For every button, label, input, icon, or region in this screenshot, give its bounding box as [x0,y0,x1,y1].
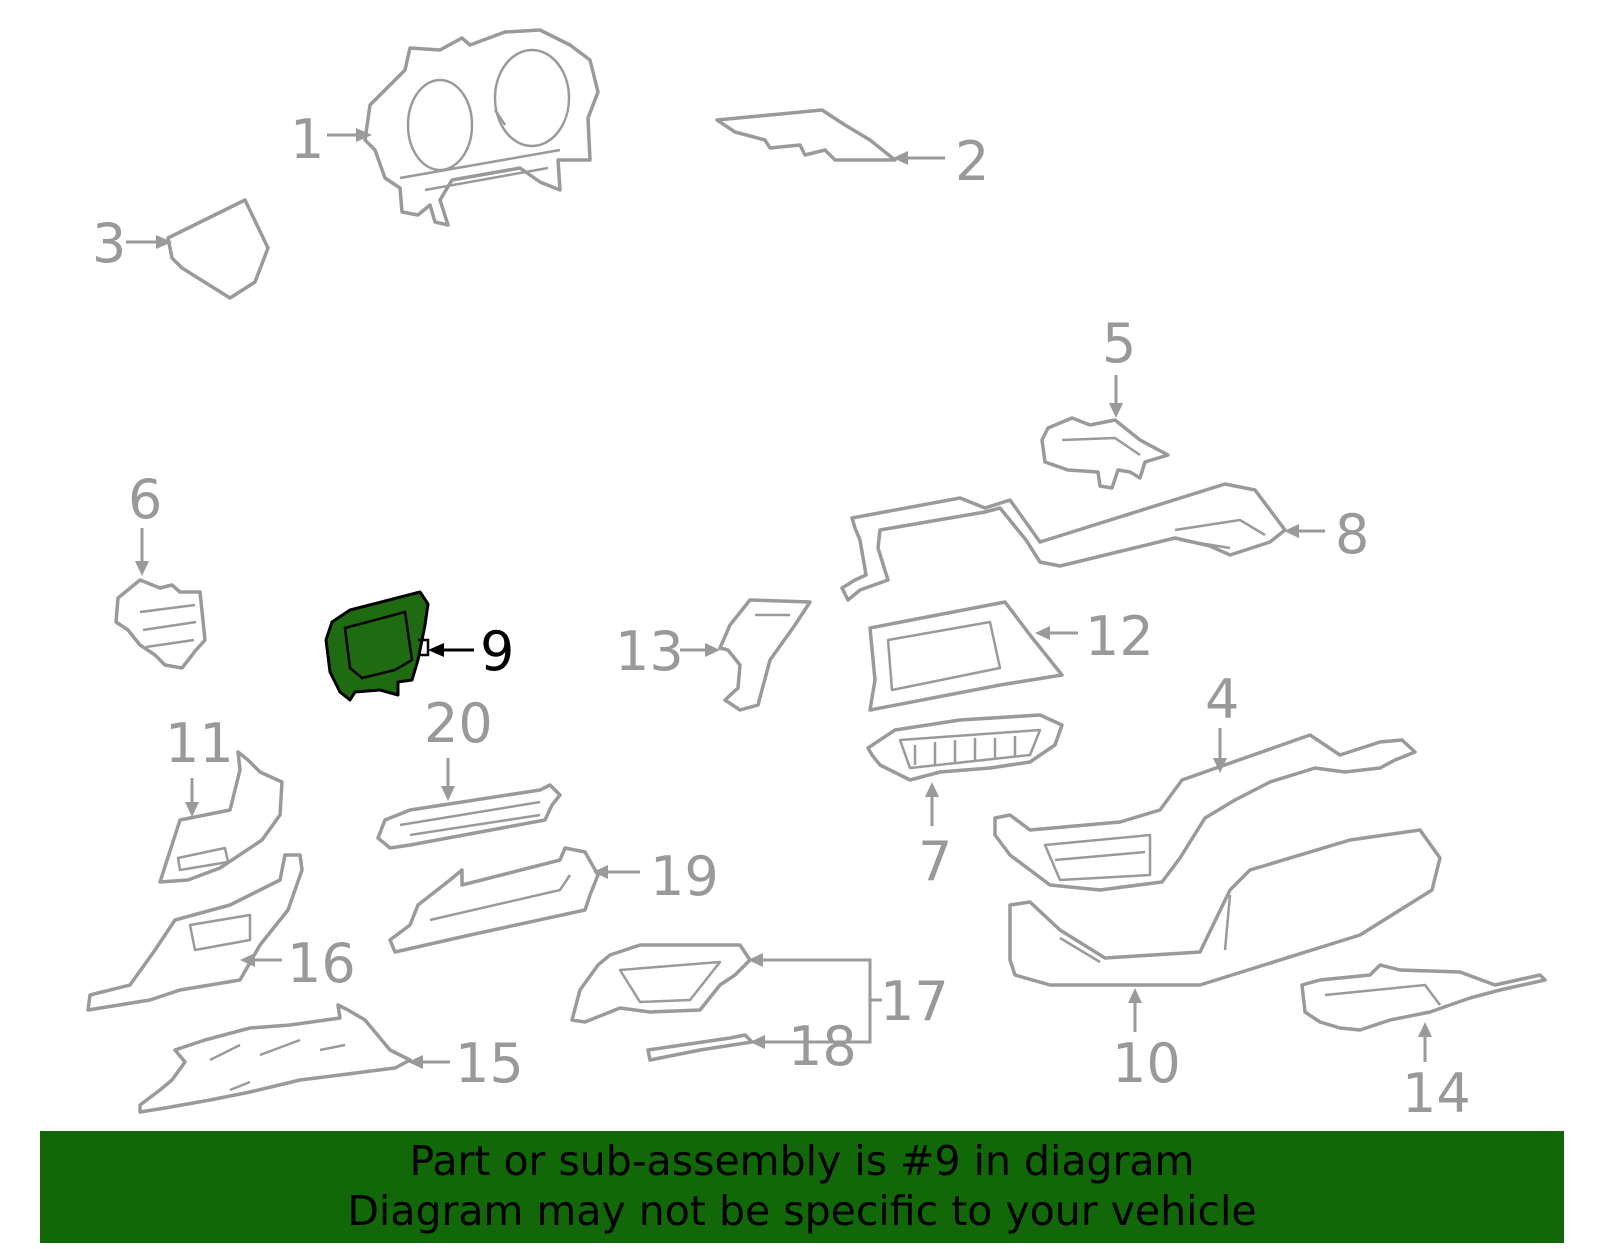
svg-text:9: 9 [480,620,514,683]
svg-text:4: 4 [1205,668,1239,731]
callout-4: 4 [1205,668,1239,773]
svg-text:13: 13 [615,620,684,683]
callout-11: 11 [165,712,234,817]
callout-14: 14 [1402,1022,1471,1125]
callout-19: 19 [593,845,719,908]
callout-6: 6 [128,468,162,576]
svg-text:18: 18 [788,1015,857,1078]
svg-text:1: 1 [290,108,324,171]
part-17-storage-box[interactable] [570,943,752,1024]
part-14-tray[interactable] [1300,963,1547,1032]
callout-1: 1 [290,108,372,171]
svg-text:11: 11 [165,712,234,775]
callout-5: 5 [1102,312,1136,418]
svg-text:17: 17 [880,970,949,1033]
svg-text:8: 8 [1335,503,1369,566]
svg-text:20: 20 [424,692,493,755]
parts-diagram: 1 2 3 5 8 [86,28,1547,1125]
part-13-bracket[interactable] [718,598,812,712]
callout-7: 7 [918,782,952,893]
callout-10: 10 [1112,988,1181,1095]
part-10-console-body[interactable] [1008,828,1442,987]
callout-2: 2 [893,130,989,193]
info-banner: Part or sub-assembly is #9 in diagram Di… [40,1131,1564,1243]
svg-text:19: 19 [650,845,719,908]
svg-text:16: 16 [287,932,356,995]
callout-17-18-bracket [748,953,882,1049]
svg-text:5: 5 [1102,312,1136,375]
callout-9: 9 [428,620,514,683]
callout-8: 8 [1284,503,1369,566]
banner-line-part-number: Part or sub-assembly is #9 in diagram [409,1137,1195,1185]
callout-13: 13 [615,620,720,683]
svg-text:3: 3 [92,212,126,275]
part-1-instrument-cluster[interactable] [363,28,600,227]
svg-text:6: 6 [128,468,162,531]
part-7-center-vent[interactable] [866,713,1064,782]
callout-12: 12 [1035,605,1154,668]
part-3-side-cover[interactable] [166,198,270,300]
callout-17: 17 [880,970,949,1033]
callout-3: 3 [92,212,172,275]
part-6-air-vent[interactable] [114,578,207,670]
part-9-highlighted-component[interactable] [324,590,430,702]
part-4-console-trim[interactable] [993,733,1417,892]
callout-15: 15 [408,1032,524,1095]
part-19-glove-box[interactable] [388,846,600,954]
part-12-display-bezel[interactable] [868,600,1064,712]
part-2-upper-trim[interactable] [715,108,897,162]
svg-text:14: 14 [1402,1062,1471,1125]
part-8-dash-panel[interactable] [840,482,1287,602]
part-16-lower-panel[interactable] [86,853,304,1012]
part-18-trim-strip[interactable] [646,1033,754,1062]
svg-text:15: 15 [455,1032,524,1095]
svg-text:7: 7 [918,830,952,893]
callout-18: 18 [788,1015,857,1078]
svg-text:10: 10 [1112,1032,1181,1095]
svg-text:2: 2 [955,130,989,193]
svg-text:12: 12 [1085,605,1154,668]
callout-20: 20 [424,692,493,801]
part-15-lower-frame[interactable] [138,1003,412,1114]
part-20-switch-panel[interactable] [376,783,562,850]
part-5-switch-bezel[interactable] [1040,416,1170,490]
callout-16: 16 [240,932,356,995]
banner-line-disclaimer: Diagram may not be specific to your vehi… [347,1187,1257,1235]
part-11-knee-panel[interactable] [158,750,284,884]
